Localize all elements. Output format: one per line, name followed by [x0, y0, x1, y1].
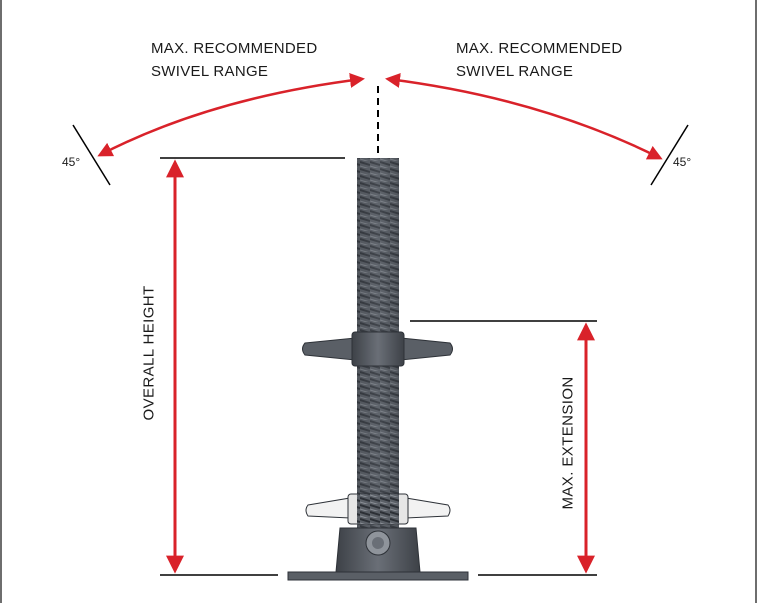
angle-line-left	[72, 124, 111, 186]
screw-jack	[287, 158, 469, 581]
max-extension-label: MAX. EXTENSION	[559, 376, 577, 510]
lower-wing-nut	[305, 493, 451, 525]
angle-right-label: 45°	[673, 155, 692, 169]
upper-wing-nut	[302, 331, 453, 367]
swivel-arc-left	[97, 73, 365, 157]
angle-line-right	[650, 124, 689, 186]
swivel-left-line2: SWIVEL RANGE	[151, 63, 269, 80]
swivel-arc-right	[385, 73, 663, 160]
swivel-right-line1: MAX. RECOMMENDED	[456, 40, 623, 57]
swivel-range-left-label: MAX. RECOMMENDED SWIVEL RANGE	[151, 37, 317, 83]
swivel-right-line2: SWIVEL RANGE	[456, 63, 574, 80]
base-plate	[287, 571, 469, 581]
angle-left-label: 45°	[62, 155, 81, 169]
swivel-range-right-label: MAX. RECOMMENDED SWIVEL RANGE	[456, 37, 622, 83]
swivel-left-line1: MAX. RECOMMENDED	[151, 40, 318, 57]
overall-height-label: OVERALL HEIGHT	[140, 285, 158, 421]
